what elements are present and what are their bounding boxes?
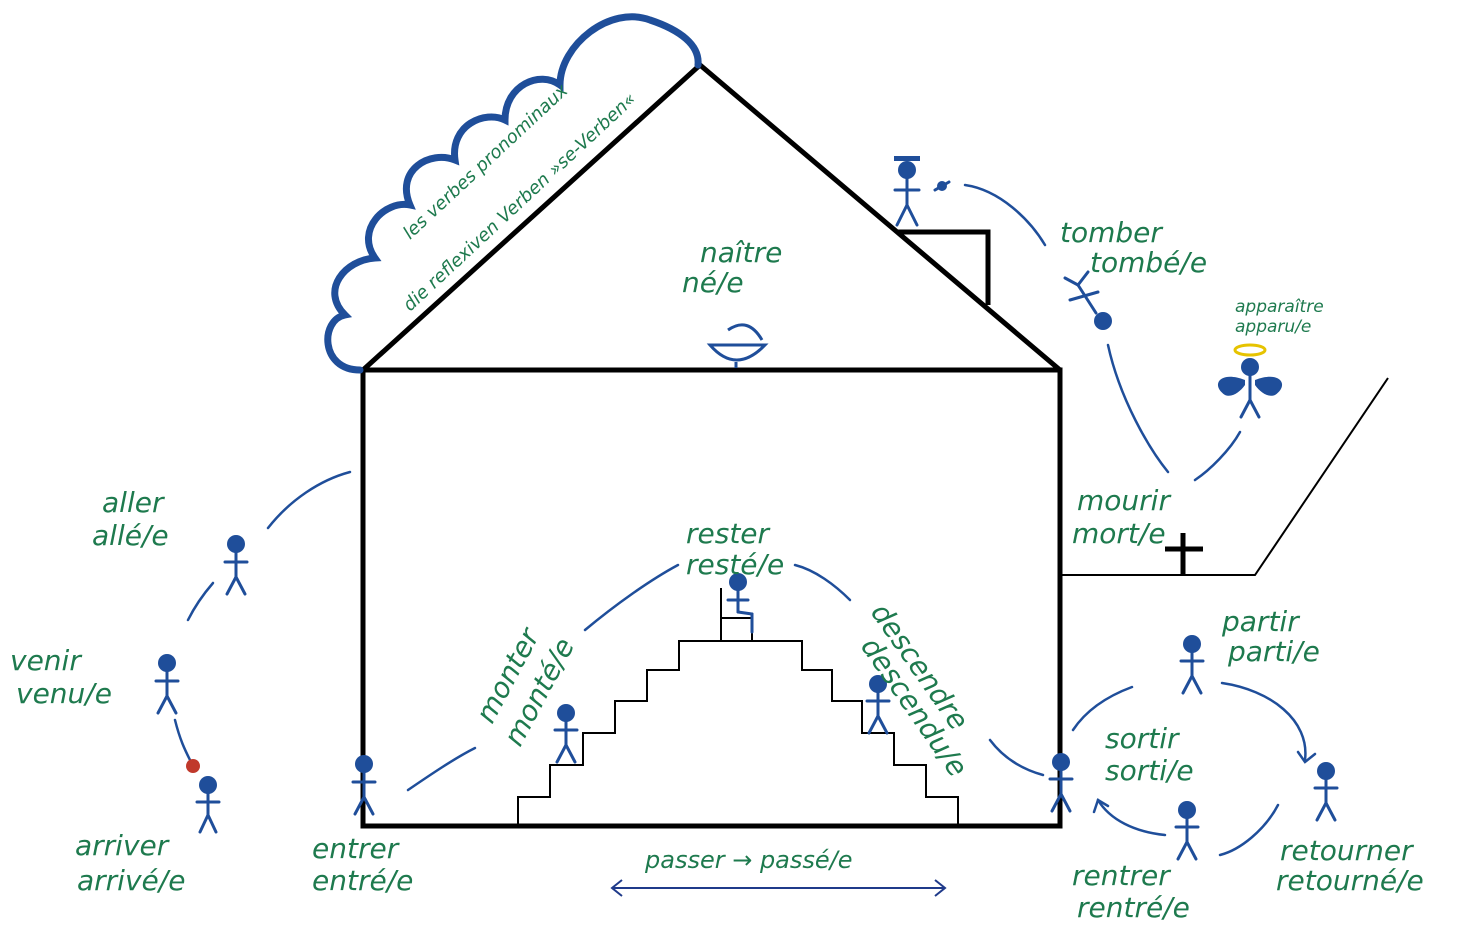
figure-partir bbox=[1179, 635, 1205, 695]
label-arriver-inf: arriver bbox=[75, 829, 170, 862]
cloud-shape bbox=[324, 13, 702, 374]
label-sortir-inf: sortir bbox=[1105, 722, 1180, 755]
label-naitre-pp: né/e bbox=[682, 266, 744, 299]
label-partir-inf: partir bbox=[1221, 605, 1300, 638]
path-aller bbox=[266, 470, 352, 530]
doorbell-icon bbox=[186, 759, 200, 773]
figure-rentrer bbox=[1174, 801, 1200, 861]
path-retourner bbox=[1220, 681, 1307, 762]
label-tomber-pp: tombé/e bbox=[1090, 246, 1207, 279]
figure-descendre bbox=[865, 675, 891, 735]
figure-venir bbox=[154, 654, 180, 715]
figure-entrer bbox=[351, 755, 377, 816]
figure-sortir bbox=[1048, 753, 1074, 813]
path-arriver bbox=[173, 718, 192, 762]
path-monter bbox=[583, 563, 680, 632]
label-passer: passer → passé/e bbox=[644, 846, 853, 874]
path-venir bbox=[186, 581, 215, 622]
house-roof bbox=[361, 61, 1062, 372]
staircase bbox=[517, 640, 959, 826]
label-rentrer-pp: rentré/e bbox=[1077, 891, 1190, 924]
path-mourir bbox=[1106, 343, 1170, 474]
house-body bbox=[360, 367, 1063, 829]
label-retourner-inf: retourner bbox=[1280, 834, 1414, 867]
path-rester bbox=[793, 563, 852, 602]
figure-aller bbox=[223, 535, 249, 596]
label-mourir-inf: mourir bbox=[1077, 484, 1171, 517]
label-tomber-inf: tomber bbox=[1060, 216, 1163, 249]
path-descendre bbox=[988, 738, 1045, 777]
label-mourir-pp: mort/e bbox=[1072, 517, 1166, 550]
label-apparaitre-pp: apparu/e bbox=[1235, 317, 1311, 337]
label-venir-inf: venir bbox=[10, 644, 82, 677]
arrow-head-retourner bbox=[1296, 750, 1317, 764]
figure-apparaitre-angel bbox=[1217, 343, 1283, 419]
label-rentrer-inf: rentrer bbox=[1072, 859, 1171, 892]
figure-monter bbox=[553, 704, 579, 764]
path-rentrer-2 bbox=[1096, 798, 1167, 837]
label-apparaitre-inf: apparaître bbox=[1235, 297, 1324, 317]
figure-arriver bbox=[195, 776, 221, 834]
label-entrer-pp: entré/e bbox=[312, 864, 413, 897]
label-arriver-pp: arrivé/e bbox=[77, 864, 185, 897]
figure-tomber-falling bbox=[1063, 270, 1112, 330]
path-apparaitre bbox=[1193, 430, 1242, 482]
figure-rester bbox=[726, 573, 754, 634]
label-partir-pp: parti/e bbox=[1227, 635, 1320, 668]
path-partir bbox=[1071, 685, 1134, 732]
label-aller-pp: allé/e bbox=[92, 519, 169, 552]
chimney bbox=[898, 229, 991, 305]
label-naitre-inf: naître bbox=[700, 236, 782, 269]
label-sortir-pp: sorti/e bbox=[1105, 754, 1194, 787]
path-entrer bbox=[406, 746, 477, 792]
cemetery-hill bbox=[1062, 377, 1389, 576]
label-retourner-pp: retourné/e bbox=[1276, 864, 1424, 897]
label-rester-pp: resté/e bbox=[686, 548, 784, 581]
path-tomber bbox=[963, 183, 1047, 247]
figure-tomber-roof bbox=[893, 156, 921, 227]
label-entrer-inf: entrer bbox=[312, 832, 400, 865]
passer-arrow bbox=[610, 879, 947, 897]
grave-cross-icon bbox=[1165, 533, 1203, 575]
path-rentrer-1 bbox=[1218, 803, 1280, 857]
banana-peel-icon bbox=[933, 180, 951, 192]
cradle-icon bbox=[706, 323, 769, 368]
label-rester-inf: rester bbox=[686, 517, 771, 550]
label-aller-inf: aller bbox=[102, 486, 165, 519]
figure-retourner bbox=[1313, 762, 1339, 822]
arrow-head-rentrer bbox=[1092, 798, 1110, 814]
label-venir-pp: venu/e bbox=[16, 677, 112, 710]
